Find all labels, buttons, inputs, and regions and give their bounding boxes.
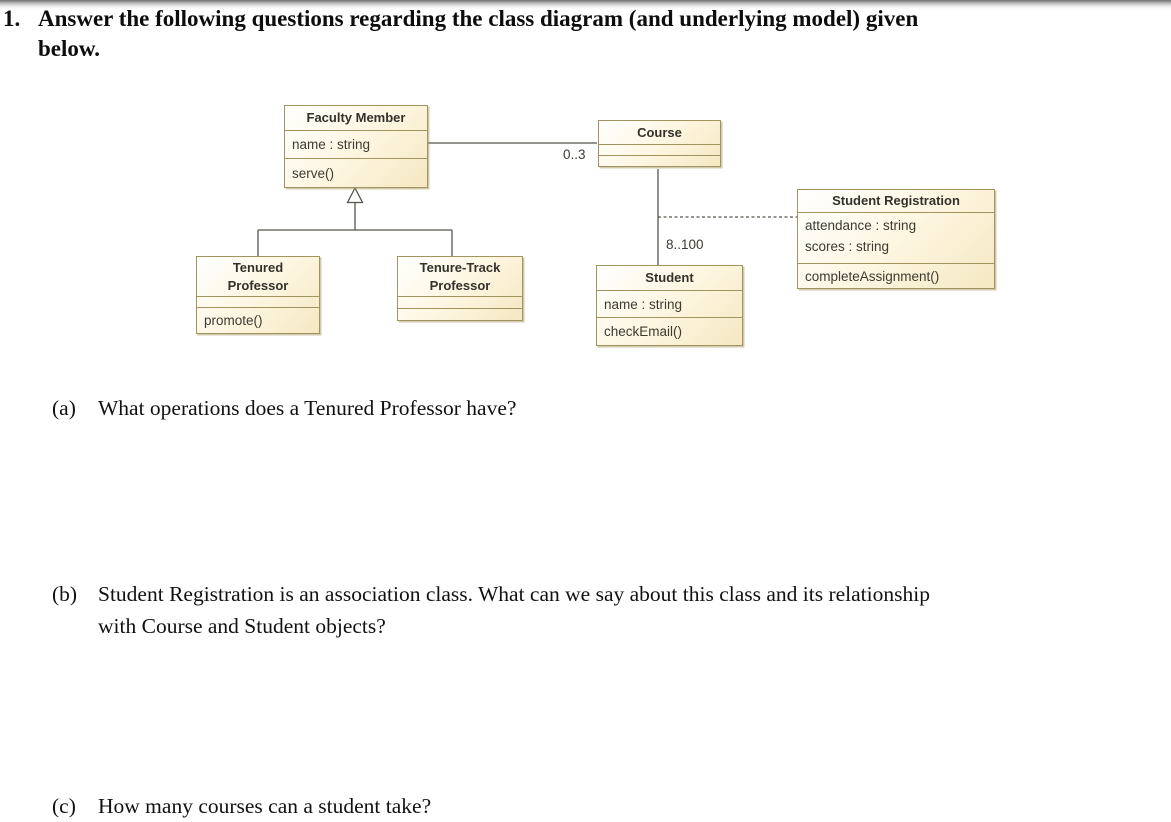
compartment-divider [597,290,742,291]
question-b: (b) Student Registration is an associati… [52,578,930,642]
operation-tenured-professor-promote: promote() [204,313,263,328]
empty-operations-compartment [398,309,522,320]
attribute-student-name: name : string [604,296,683,312]
question-c-text: How many courses can a student take? [98,794,432,818]
attributes-student-registration: attendance : string scores : string [798,213,994,263]
generalization-arrowhead-icon [346,186,364,204]
class-name-tenure-track-professor: Tenure-Track Professor [419,259,501,293]
compartment-divider [798,263,994,264]
question-title-text: Answer the following questions regarding… [38,6,919,61]
class-box-student: Student name : string checkEmail() [596,265,743,346]
question-c: (c) How many courses can a student take? [52,790,431,822]
empty-attributes-compartment [197,297,319,307]
class-box-tenured-professor: Tenured Professor promote() [196,256,320,334]
compartment-divider [398,308,522,309]
question-a-label: (a) [52,396,76,420]
question-title: 1. Answer the following questions regard… [3,4,1168,64]
class-name-student: Student [645,270,694,286]
operation-faculty-member-serve: serve() [292,165,335,181]
question-c-label: (c) [52,794,76,818]
empty-attributes-compartment [599,145,720,155]
compartment-divider [599,144,720,145]
empty-operations-compartment [599,156,720,166]
class-box-student-registration: Student Registration attendance : string… [797,189,995,289]
class-name-student-registration: Student Registration [832,193,960,209]
attribute-student-registration-scores: scores : string [805,238,890,254]
attribute-faculty-member-name: name : string [292,137,371,152]
question-a-text: What operations does a Tenured Professor… [98,396,517,420]
question-number: 1. [3,6,21,31]
compartment-divider [597,317,742,318]
question-a: (a) What operations does a Tenured Profe… [52,392,516,424]
multiplicity-faculty-course: 0..3 [563,147,586,162]
multiplicity-course-student: 8..100 [666,237,704,252]
class-box-tenure-track-professor: Tenure-Track Professor [397,256,523,321]
question-b-label: (b) [52,582,78,606]
compartment-divider [197,307,319,308]
compartment-divider [798,212,994,213]
class-name-course: Course [637,124,682,140]
uml-class-diagram: Faculty Member name : string serve() Cou… [0,0,1171,380]
question-b-text: Student Registration is an association c… [98,582,930,638]
compartment-divider [285,158,427,159]
class-box-faculty-member: Faculty Member name : string serve() [284,105,428,188]
compartment-divider [285,130,427,131]
class-name-faculty-member: Faculty Member [306,110,406,126]
compartment-divider [197,296,319,297]
empty-attributes-compartment [398,297,522,308]
compartment-divider [599,155,720,156]
page-top-scan-edge [0,0,1171,9]
class-name-tenured-professor: Tenured Professor [227,259,289,293]
operation-student-registration-complete-assignment: completeAssignment() [805,268,940,284]
operation-student-check-email: checkEmail() [604,324,683,339]
compartment-divider [398,296,522,297]
diagram-connectors [257,142,797,266]
attribute-student-registration-attendance: attendance : string [805,218,917,233]
class-box-course: Course [598,120,721,167]
